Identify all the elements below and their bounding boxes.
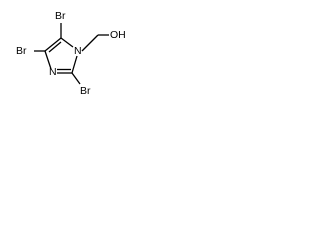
bond-n1-c5 xyxy=(60,37,74,48)
bromine-left-label: Br xyxy=(16,45,27,57)
substituted-nitrogen-label: N xyxy=(74,45,82,57)
bond-n1-ch2 xyxy=(81,34,99,52)
bond-c4-n3 xyxy=(44,50,52,70)
ring-nitrogen-label: N xyxy=(49,66,57,78)
bond-lines xyxy=(34,23,109,85)
bond-c5-c4-double xyxy=(48,41,62,53)
bond-c2-br xyxy=(71,72,81,85)
bond-c5-c4 xyxy=(44,37,62,52)
atom-labels: Br Br N N Br OH xyxy=(16,10,126,97)
bromine-bottom-label: Br xyxy=(80,85,91,97)
hydroxyl-label: OH xyxy=(110,29,126,41)
molecule-structure: Br Br N N Br OH xyxy=(16,10,126,97)
bromine-top-label: Br xyxy=(55,10,66,22)
bond-c2-n1 xyxy=(71,55,78,74)
